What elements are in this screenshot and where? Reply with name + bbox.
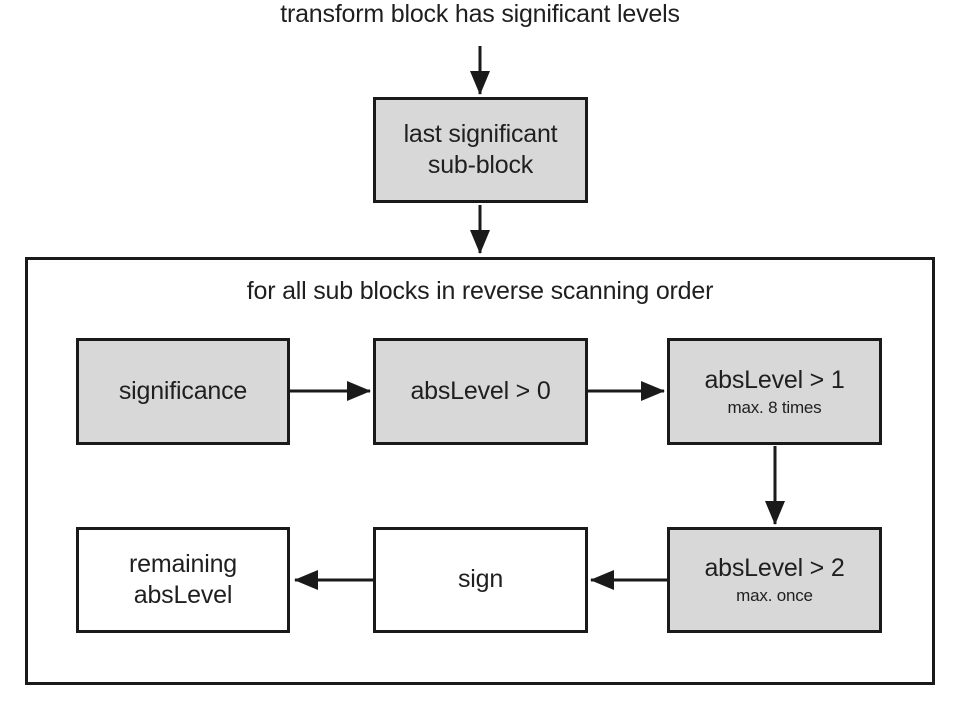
- node-remaining-abslevel: remaining absLevel: [76, 527, 290, 633]
- node-sublabel: max. once: [736, 586, 813, 606]
- node-label: absLevel > 2: [704, 554, 845, 583]
- node-label: sign: [457, 565, 504, 594]
- node-sign: sign: [373, 527, 588, 633]
- node-abslevel-greater-0: absLevel > 0: [373, 338, 588, 445]
- node-label-line: sub-block: [427, 151, 534, 179]
- node-label: absLevel > 1: [704, 365, 845, 394]
- node-label: significance: [118, 376, 248, 405]
- entry-label: transform block has significant levels: [280, 0, 680, 28]
- node-abslevel-greater-2: absLevel > 2 max. once: [667, 527, 882, 633]
- node-label-line: last significant: [403, 119, 558, 148]
- node-label-line: remaining: [129, 549, 237, 578]
- loop-container: for all sub blocks in reverse scanning o…: [25, 257, 935, 685]
- node-label-line: absLevel: [133, 581, 233, 609]
- node-abslevel-greater-1: absLevel > 1 max. 8 times: [667, 338, 882, 445]
- loop-label: for all sub blocks in reverse scanning o…: [246, 277, 714, 305]
- node-label: absLevel > 0: [410, 376, 551, 405]
- node-significance: significance: [76, 338, 290, 445]
- node-last-significant-sub-block: last significant sub-block: [373, 97, 588, 203]
- node-sublabel: max. 8 times: [727, 397, 822, 417]
